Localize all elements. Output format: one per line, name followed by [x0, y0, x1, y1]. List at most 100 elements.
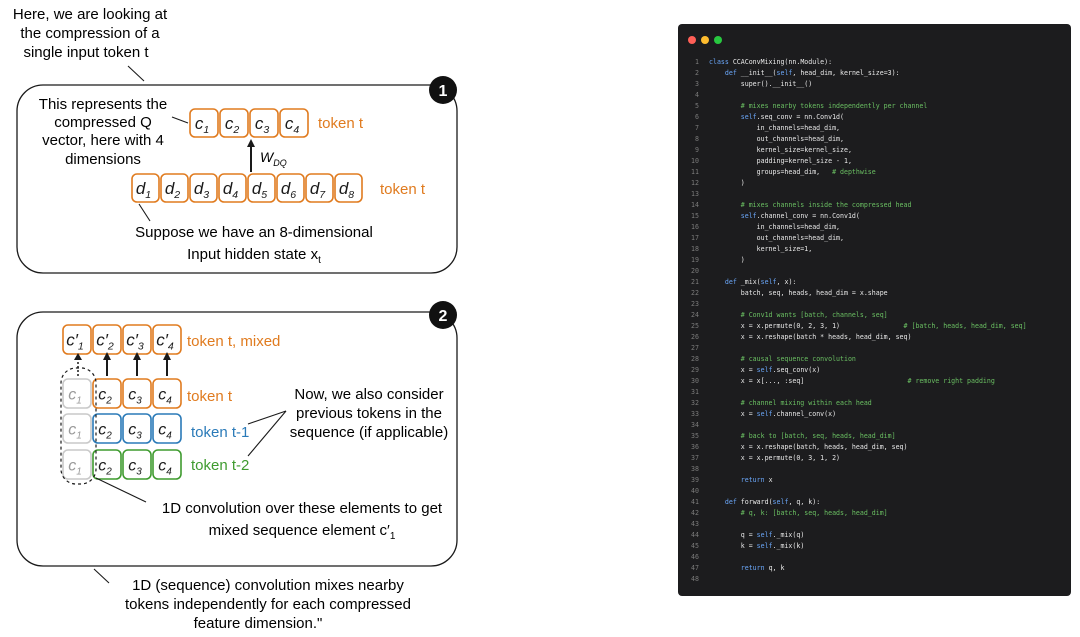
line-number: 31 — [691, 388, 699, 396]
hidden-state-cell-5-label: d5 — [252, 179, 267, 201]
code-line: 14 # mixes channels inside the compresse… — [678, 200, 1071, 211]
line-number: 3 — [695, 80, 699, 88]
row-label-token-t-2: token t-2 — [191, 457, 249, 474]
line-number: 27 — [691, 344, 699, 352]
line-source — [699, 266, 709, 277]
code-line: 36 x = x.reshape(batch, heads, head_dim,… — [678, 442, 1071, 453]
line-number: 9 — [695, 146, 699, 154]
code-line: 23 — [678, 299, 1071, 310]
line-number: 35 — [691, 432, 699, 440]
code-line: 33 x = self.channel_conv(x) — [678, 409, 1071, 420]
code-line: 25 x = x.permute(0, 2, 3, 1) # [batch, h… — [678, 321, 1071, 332]
prev-desc-pointer-a — [247, 410, 287, 425]
code-line: 37 x = x.permute(0, 3, 1, 2) — [678, 453, 1071, 464]
line-number: 24 — [691, 311, 699, 319]
bottom-note-line-3: feature dimension." — [194, 615, 323, 632]
line-source: # q, k: [batch, seq, heads, head_dim] — [740, 509, 888, 517]
prev-desc-pointer-b — [247, 410, 287, 457]
mixing-arrows — [74, 352, 171, 376]
panel-2-badge — [429, 301, 457, 329]
line-source: x = x.reshape(batch * heads, head_dim, s… — [709, 333, 912, 341]
hidden-desc-pointer — [138, 203, 151, 222]
conv-desc-line-2: mixed sequence element c′1 — [209, 522, 396, 542]
mixed-cell-1-box — [62, 324, 92, 355]
line-source — [699, 486, 709, 497]
top-note-line-1: Here, we are looking at — [13, 6, 168, 23]
code-line: 24 # Conv1d wants [batch, channels, seq] — [678, 310, 1071, 321]
line-source: k = self._mix(k) — [709, 542, 805, 550]
code-line: 38 — [678, 464, 1071, 475]
compressed-q-cell-2-box — [219, 108, 249, 138]
line-source: in_channels=head_dim, — [709, 124, 841, 132]
line-number: 19 — [691, 256, 699, 264]
code-line: 12 ) — [678, 178, 1071, 189]
row-2-cell-4-box — [152, 413, 182, 444]
mixed-cell-2-label: c′2 — [96, 331, 114, 353]
line-source: # mixes nearby tokens independently per … — [740, 102, 928, 110]
hidden-desc-line-1: Suppose we have an 8-dimensional — [135, 224, 373, 241]
code-line: 30 x = x[..., :seq] # remove right paddi… — [678, 376, 1071, 387]
line-number: 46 — [691, 553, 699, 561]
prev-desc-line-3: sequence (if applicable) — [290, 424, 448, 441]
hidden-state-cell-2-box — [160, 173, 189, 203]
close-window-button[interactable] — [688, 36, 696, 44]
line-source: x = x.permute(0, 2, 3, 1) # [batch, head… — [709, 322, 1027, 330]
line-source — [699, 420, 709, 431]
line-source: q = self._mix(q) — [709, 531, 805, 539]
row-2-cell-3-box — [122, 413, 152, 444]
compressed-q-cell-4-label: c4 — [285, 114, 300, 136]
maximize-window-button[interactable] — [714, 36, 722, 44]
code-line: 9 kernel_size=kernel_size, — [678, 145, 1071, 156]
line-source: out_channels=head_dim, — [709, 234, 844, 242]
top-note-pointer — [127, 65, 145, 82]
line-number: 7 — [695, 124, 699, 132]
line-number: 1 — [695, 58, 699, 66]
row-3-cell-1-box — [62, 449, 92, 480]
line-source: # Conv1d wants [batch, channels, seq] — [740, 311, 888, 319]
compressed-desc-line-4: dimensions — [65, 151, 141, 168]
line-number: 13 — [691, 190, 699, 198]
code-line: 2 def __init__(self, head_dim, kernel_si… — [678, 68, 1071, 79]
line-source: padding=kernel_size - 1, — [709, 157, 852, 165]
row-1-cell-2-box — [92, 378, 122, 409]
compressed-q-cell-1-label: c1 — [195, 114, 209, 136]
code-line: 7 in_channels=head_dim, — [678, 123, 1071, 134]
line-number: 16 — [691, 223, 699, 231]
line-source: self.seq_conv = nn.Conv1d( — [740, 113, 844, 121]
line-source: return q, k — [740, 564, 785, 572]
line-number: 2 — [695, 69, 699, 77]
code-line: 31 — [678, 387, 1071, 398]
line-number: 36 — [691, 443, 699, 451]
line-source — [699, 299, 709, 310]
code-line: 16 in_channels=head_dim, — [678, 222, 1071, 233]
row-label-token-t-1: token t-1 — [191, 424, 249, 441]
line-number: 40 — [691, 487, 699, 495]
line-source: x = self.channel_conv(x) — [709, 410, 837, 418]
code-line: 5 # mixes nearby tokens independently pe… — [678, 101, 1071, 112]
line-number: 11 — [691, 168, 699, 176]
line-source: def forward(self, q, k): — [724, 498, 821, 506]
hidden-state-cell-3-box — [189, 173, 218, 203]
code-line: 22 batch, seq, heads, head_dim = x.shape — [678, 288, 1071, 299]
line-source: batch, seq, heads, head_dim = x.shape — [709, 289, 888, 297]
code-line: 11 groups=head_dim, # depthwise — [678, 167, 1071, 178]
code-line: 42 # q, k: [batch, seq, heads, head_dim] — [678, 508, 1071, 519]
row-1-cell-4-label: c4 — [158, 387, 172, 407]
line-number: 6 — [695, 113, 699, 121]
compressed-q-cell-4-box — [279, 108, 309, 138]
code-line: 4 — [678, 90, 1071, 101]
line-source — [699, 189, 709, 200]
minimize-window-button[interactable] — [701, 36, 709, 44]
code-line: 40 — [678, 486, 1071, 497]
code-line: 3 super().__init__() — [678, 79, 1071, 90]
line-source: self.channel_conv = nn.Conv1d( — [740, 212, 860, 220]
row-1-cell-1-label: c1 — [68, 387, 82, 407]
bottom-note-line-2: tokens independently for each compressed — [125, 596, 411, 613]
panel-1 — [16, 84, 458, 274]
line-number: 20 — [691, 267, 699, 275]
row-2-cell-2-box — [92, 413, 122, 444]
line-number: 5 — [695, 102, 699, 110]
code-line: 27 — [678, 343, 1071, 354]
